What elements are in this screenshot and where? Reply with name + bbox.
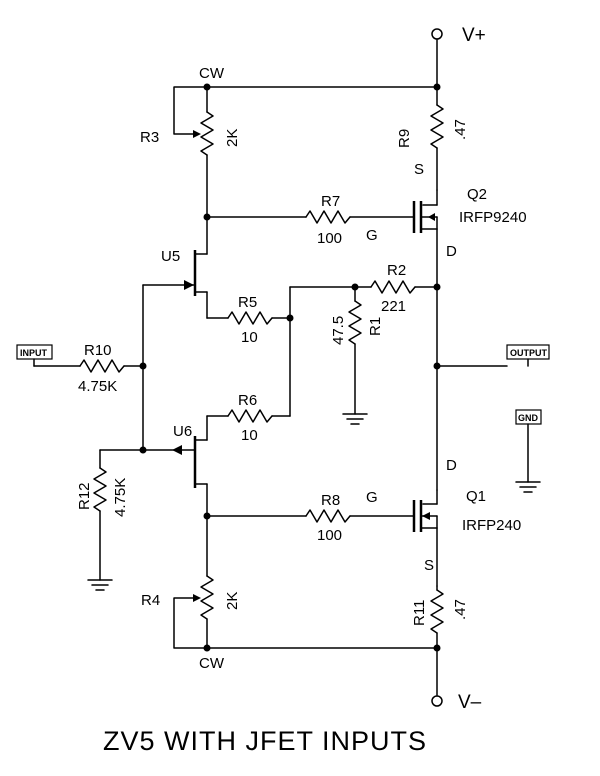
ground-symbol-r12 xyxy=(87,579,113,591)
r9-ref: R9 xyxy=(396,129,413,148)
u6-ref: U6 xyxy=(173,423,192,440)
gnd-port[interactable]: GND xyxy=(515,409,542,425)
q1-ref: Q1 xyxy=(466,488,486,505)
r4-value: 2K xyxy=(224,592,241,610)
junction-dot xyxy=(351,283,359,291)
jfet-u5: U5 xyxy=(142,216,208,319)
resistor-r10: R10 4.75K xyxy=(33,342,144,395)
output-port-label: OUTPUT xyxy=(510,348,548,358)
junction-dots xyxy=(139,83,441,652)
r12-value: 4.75K xyxy=(112,478,129,517)
q2-ref: Q2 xyxy=(467,186,487,203)
potentiometer-r3: CW R3 2K xyxy=(140,65,241,218)
junction-dot xyxy=(203,213,211,221)
resistor-r6: R6 10 xyxy=(206,392,291,444)
r4-cw-label: CW xyxy=(199,655,225,672)
junction-dot xyxy=(139,362,147,370)
r7-value: 100 xyxy=(317,230,342,247)
input-port-label: INPUT xyxy=(20,348,48,358)
negative-rail: V– xyxy=(206,647,482,713)
r6-value: 10 xyxy=(241,427,258,444)
r5-value: 10 xyxy=(241,329,258,346)
q2-drain-label: D xyxy=(446,243,457,260)
v-plus-label: V+ xyxy=(462,25,486,46)
junction-dot xyxy=(433,362,441,370)
r10-value: 4.75K xyxy=(78,378,117,395)
resistor-r5: R5 10 xyxy=(206,294,291,346)
mosfet-q2: Q2 IRFP9240 G D xyxy=(349,186,527,288)
output-port[interactable]: OUTPUT xyxy=(506,344,550,360)
resistor-r7: R7 100 xyxy=(206,193,351,247)
v-minus-terminal[interactable] xyxy=(431,695,443,707)
resistor-r2: R2 221 xyxy=(354,262,438,315)
ground-symbol-gnd xyxy=(515,481,541,493)
r11-ref: R11 xyxy=(411,600,428,626)
v-minus-label: V– xyxy=(458,692,482,713)
r1-ref: R1 xyxy=(367,317,384,336)
mosfet-q1: Q1 IRFP240 G D S xyxy=(366,457,521,587)
schematic-title: ZV5 WITH JFET INPUTS xyxy=(103,726,427,756)
junction-dot xyxy=(433,83,441,91)
r3-cw-label: CW xyxy=(199,65,225,82)
q2-gate-label: G xyxy=(366,227,378,244)
r7-ref: R7 xyxy=(321,193,340,210)
q1-part: IRFP240 xyxy=(462,517,521,534)
r2-value: 221 xyxy=(381,298,406,315)
resistor-r9: R9 .47 xyxy=(396,86,469,191)
r4-ref: R4 xyxy=(141,592,160,609)
junction-dot xyxy=(286,314,294,322)
r3-value: 2K xyxy=(224,129,241,147)
input-port[interactable]: INPUT xyxy=(16,344,53,360)
q2-source-label: S xyxy=(414,161,424,178)
r8-value: 100 xyxy=(317,527,342,544)
r5-ref: R5 xyxy=(238,294,257,311)
resistor-r11: R11 .47 xyxy=(411,585,469,649)
r3-ref: R3 xyxy=(140,129,159,146)
ground-symbol-r1 xyxy=(342,413,368,425)
r6-ref: R6 xyxy=(238,392,257,409)
junction-dot xyxy=(433,644,441,652)
resistor-r1: 47.5 R1 xyxy=(330,286,384,415)
potentiometer-r4: R4 2K CW xyxy=(141,515,241,672)
jfet-u6: U6 xyxy=(99,415,208,517)
r8-ref: R8 xyxy=(321,492,340,509)
junction-dot xyxy=(433,283,441,291)
v-plus-terminal[interactable] xyxy=(431,28,443,40)
r11-value: .47 xyxy=(452,599,469,620)
q1-source-label: S xyxy=(424,557,434,574)
q2-part: IRFP9240 xyxy=(459,209,527,226)
r1-value: 47.5 xyxy=(330,316,347,345)
q1-gate-label: G xyxy=(366,489,378,506)
gnd-port-label: GND xyxy=(518,413,539,423)
r12-ref: R12 xyxy=(76,482,93,510)
junction-dot xyxy=(203,83,211,91)
u5-ref: U5 xyxy=(161,248,180,265)
junction-dot xyxy=(203,512,211,520)
q1-drain-label: D xyxy=(446,457,457,474)
r2-ref: R2 xyxy=(387,262,406,279)
resistor-r8: R8 100 xyxy=(206,492,415,544)
r10-ref: R10 xyxy=(84,342,112,359)
positive-rail: V+ xyxy=(206,25,486,88)
r9-value: .47 xyxy=(452,119,469,140)
resistor-r12: R12 4.75K xyxy=(76,449,129,581)
junction-dot xyxy=(203,644,211,652)
junction-dot xyxy=(139,446,147,454)
